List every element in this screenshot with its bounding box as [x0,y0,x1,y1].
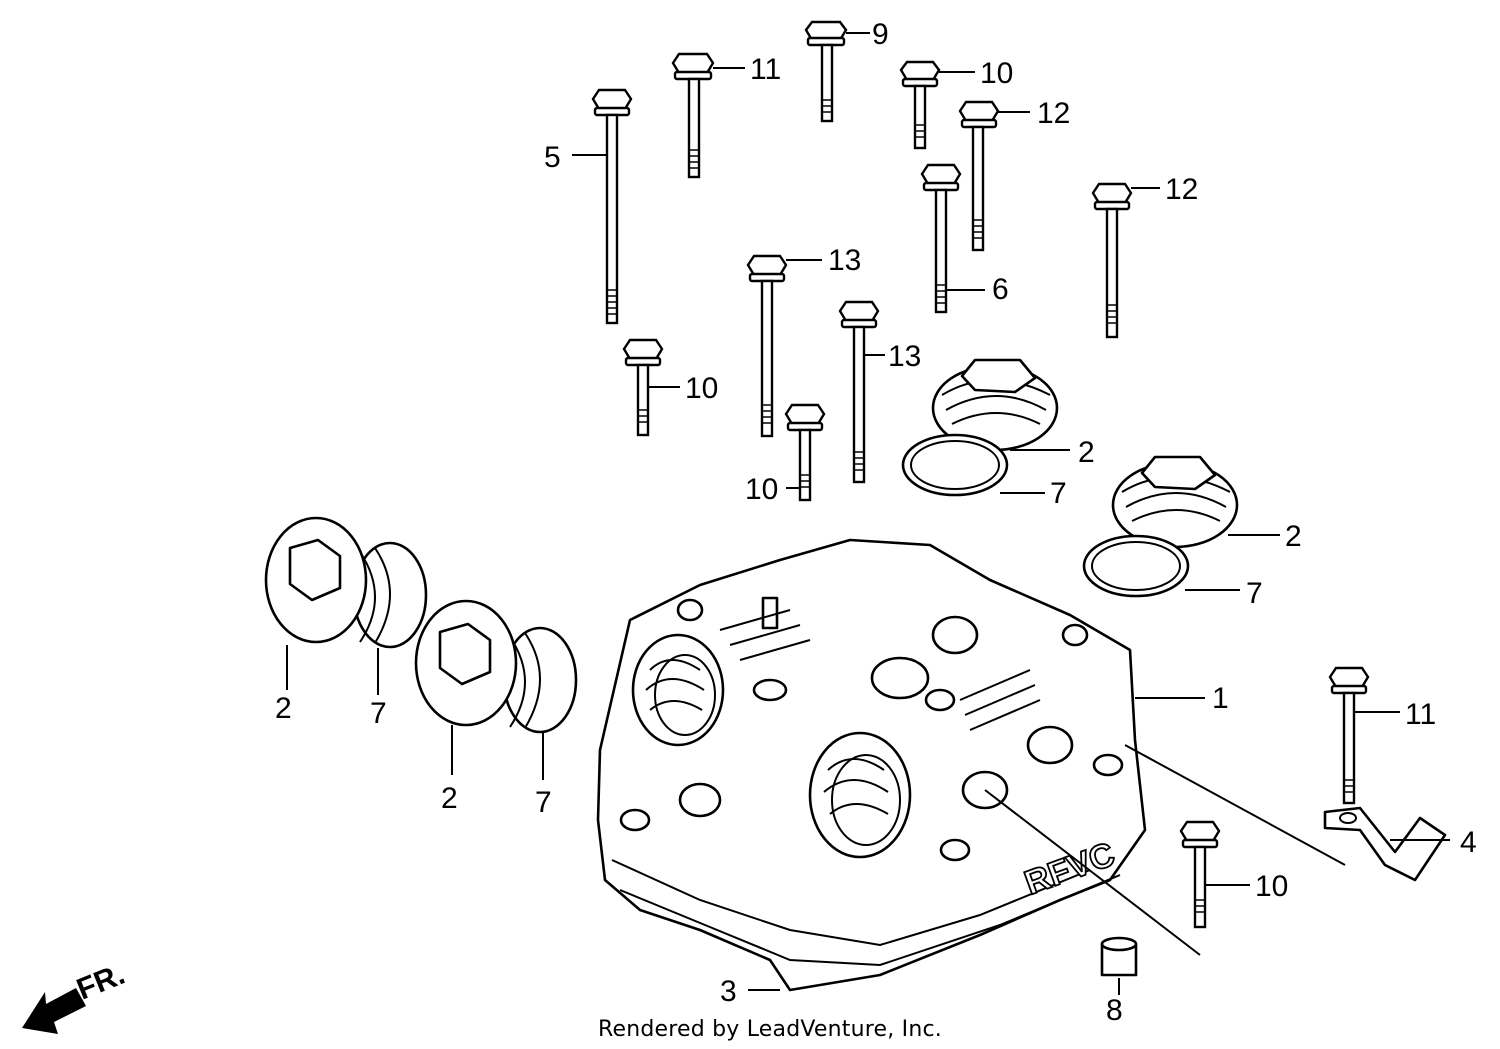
bolt-11-right [1328,666,1370,805]
callout-2-left-outer: 2 [275,692,292,725]
callout-6: 6 [992,273,1009,306]
callout-2-upper-right: 2 [1078,436,1095,469]
callout-3: 3 [720,975,737,1008]
callout-labels: 1 2 2 2 2 3 4 5 6 7 7 7 7 8 9 10 10 10 1… [275,18,1477,1027]
bolt-13-left [746,254,788,438]
callout-12-top: 12 [1037,97,1070,130]
front-direction-indicator: FR. [22,958,129,1034]
callout-10-bottom: 10 [1255,870,1288,903]
callout-2-lower-right: 2 [1285,520,1302,553]
callout-8: 8 [1106,994,1123,1027]
callout-10-middle: 10 [745,473,778,506]
callout-9: 9 [872,18,889,51]
bolt-11-top [671,52,715,179]
dowel-pin-8 [1100,936,1138,977]
bolt-12-right [1091,182,1133,339]
callout-7-left-outer: 7 [370,697,387,730]
bolt-6 [920,163,962,314]
bolt-10-top [899,60,941,150]
front-arrow-icon [22,988,86,1034]
cylinder-head-cover: RFVC [596,538,1147,992]
bolt-group [591,20,1370,929]
callout-4: 4 [1460,826,1477,859]
callout-7-lower-right: 7 [1246,577,1263,610]
cap-left-outer [264,516,428,649]
bolt-12-top [958,100,1000,252]
cap-lower-right [1082,455,1239,598]
callout-7-left-inner: 7 [535,786,552,819]
callout-1: 1 [1212,682,1229,715]
callout-13-right: 13 [888,340,921,373]
bolt-10-left [622,338,664,437]
bolt-threads [607,99,1354,913]
callout-12-right: 12 [1165,173,1198,206]
callout-13-left: 13 [828,244,861,277]
callout-10-top: 10 [980,57,1013,90]
callout-5: 5 [544,141,561,174]
cap-upper-right [901,358,1059,497]
render-credit: Rendered by LeadVenture, Inc. [598,1017,942,1042]
bolt-13-right [838,300,880,484]
callout-11-top: 11 [750,53,781,86]
bolt-9 [804,20,848,123]
cap-left-inner [414,599,578,734]
callout-2-left-inner: 2 [441,782,458,815]
leader-lines [286,32,1450,995]
bolt-5 [591,88,633,325]
callout-10-left: 10 [685,372,718,405]
bracket-4 [1323,806,1447,882]
callout-11-right: 11 [1405,698,1436,731]
bolt-10-middle [784,403,826,502]
callout-7-upper-right: 7 [1050,477,1067,510]
front-label: FR. [72,958,129,1007]
bolt-10-bottom [1179,820,1221,929]
